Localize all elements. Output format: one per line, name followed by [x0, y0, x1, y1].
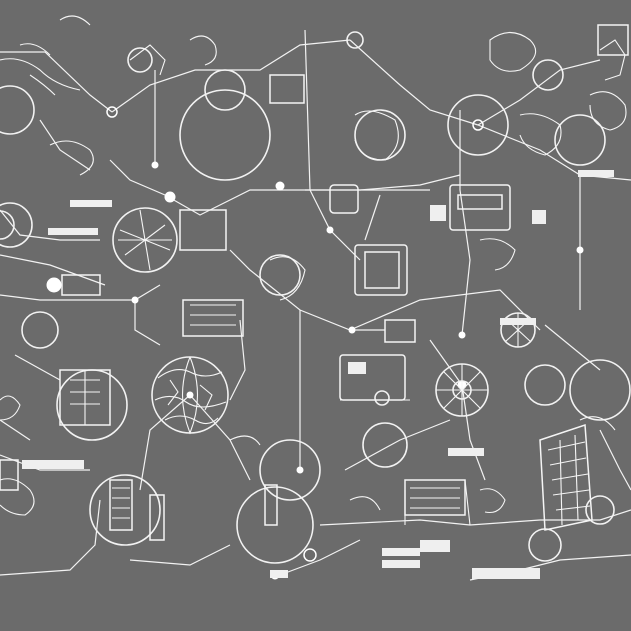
- vehicle-icon: [339, 354, 410, 406]
- gear-icon: [112, 94, 536, 417]
- component-icon: [0, 24, 629, 541]
- connector-lines: [0, 29, 631, 581]
- circuit-icon: [0, 15, 627, 526]
- building-icon: [59, 369, 593, 531]
- machine-icon: [179, 74, 546, 337]
- globe-icon: [151, 356, 229, 435]
- label-bars: [22, 170, 614, 579]
- hub-circles: [0, 31, 631, 564]
